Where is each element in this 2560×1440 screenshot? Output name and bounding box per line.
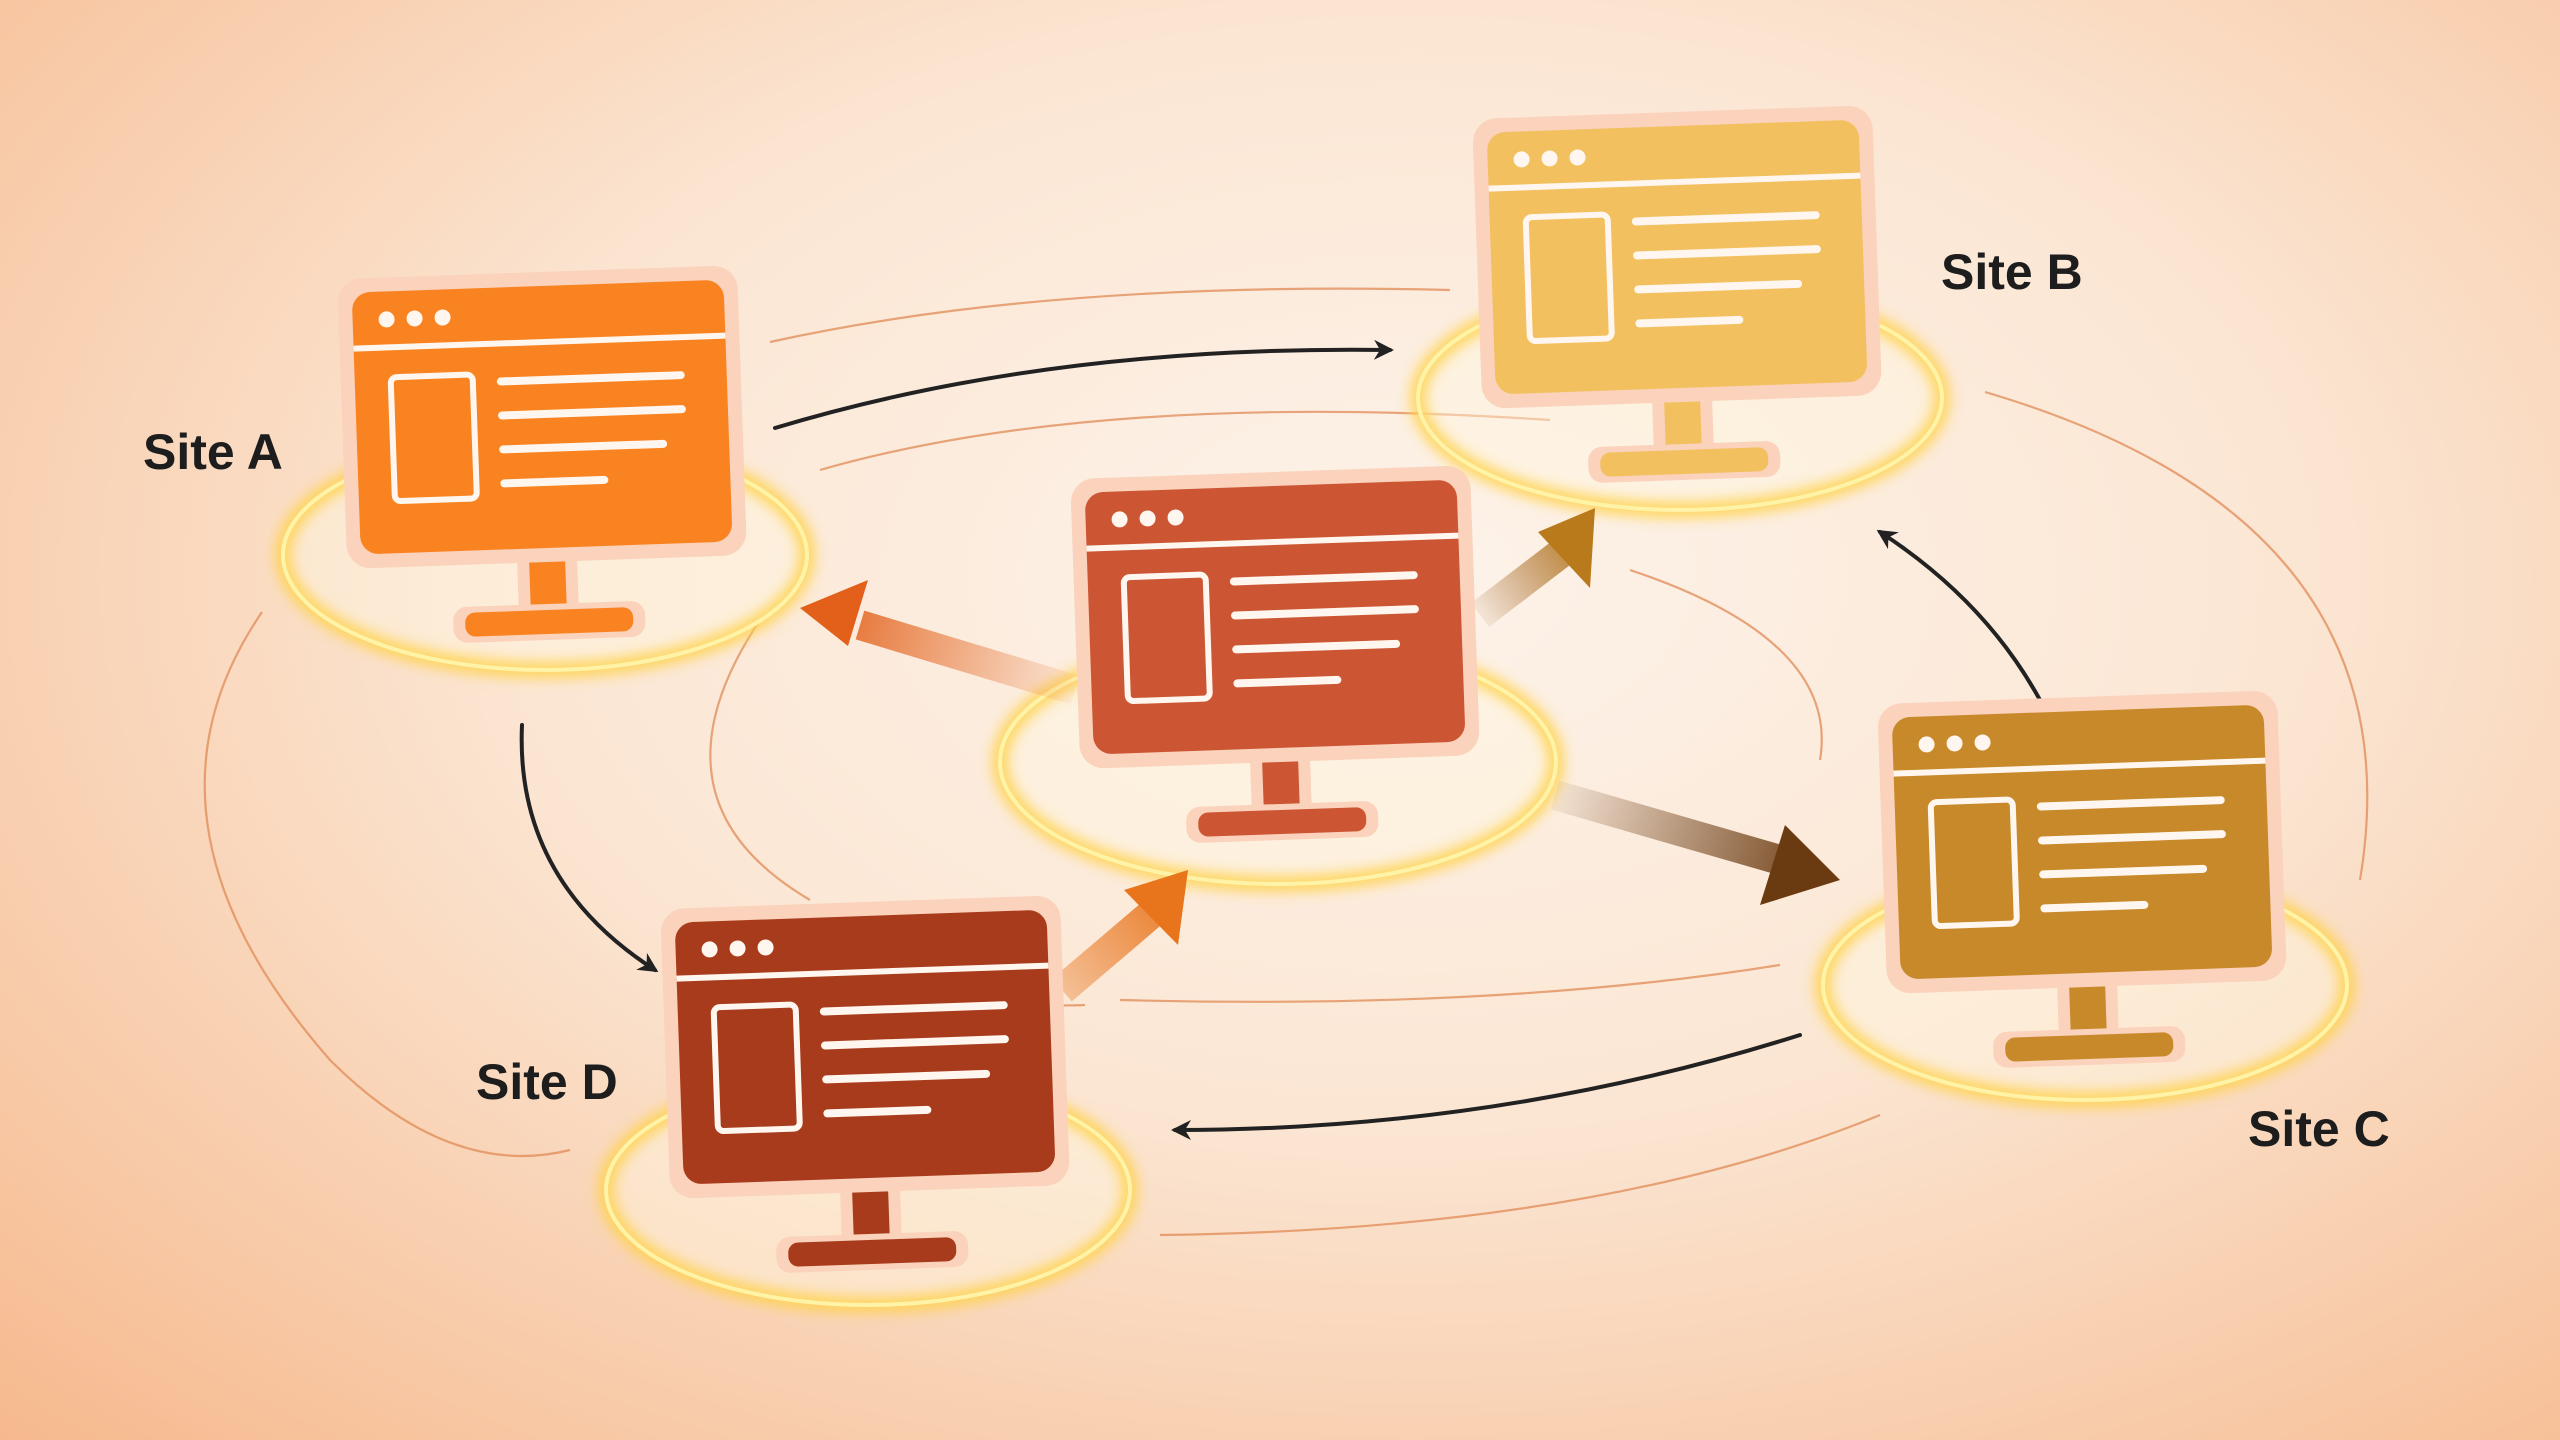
connection-arrows [519,339,2042,1140]
site-b-label: Site B [1941,244,2083,300]
hub-arrows [800,508,1840,1002]
site-a-label: Site A [143,424,283,480]
arrow-hub-to-site-b [1470,508,1595,627]
arrow-hub-to-site-c [1550,780,1840,905]
arrow-site-a-to-site-b [773,339,1394,430]
arrow-site-d-to-hub [1052,870,1188,1002]
arrow-hub-to-site-a [800,580,1080,705]
arrow-site-a-to-site-d [519,723,659,973]
site-c-label: Site C [2248,1101,2390,1157]
arrow-site-c-to-site-b [1876,529,2042,702]
site-d-label: Site D [476,1054,618,1110]
orbit-lines [203,287,2369,1237]
arrow-site-c-to-site-d [1171,1033,1802,1140]
